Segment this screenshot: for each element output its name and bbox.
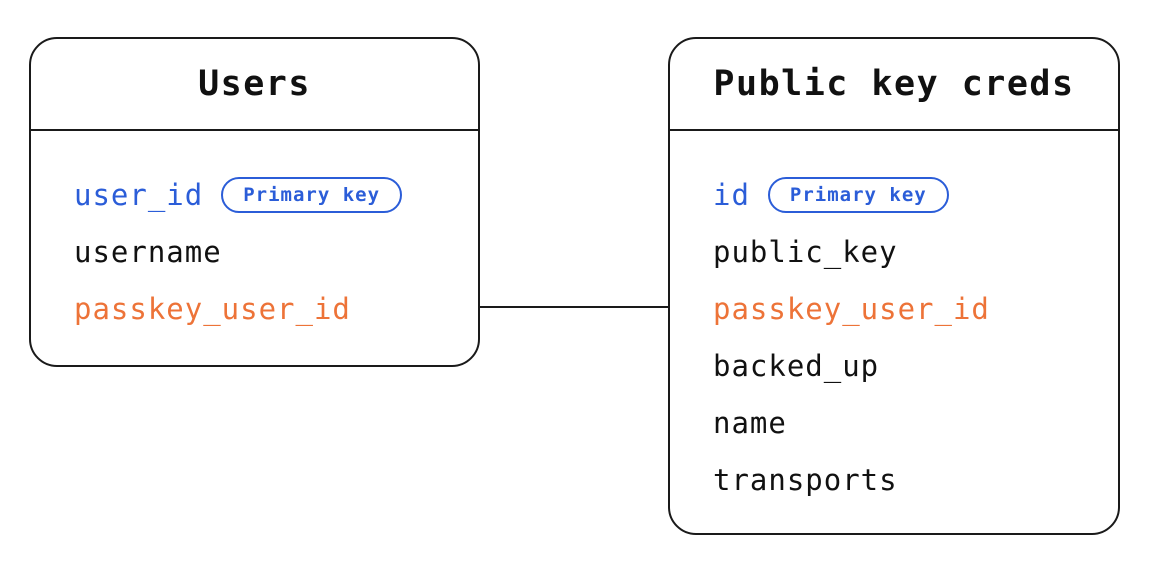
field-row: username: [74, 232, 478, 272]
table-users: Users user_id Primary key username passkey_…: [29, 37, 480, 367]
field-name: name: [713, 406, 787, 440]
field-name: passkey_user_id: [74, 292, 351, 326]
field-name: public_key: [713, 235, 898, 269]
field-row: transports: [713, 460, 1118, 500]
table-users-title: Users: [198, 64, 311, 104]
field-row: name: [713, 403, 1118, 443]
table-users-header: Users: [31, 39, 478, 131]
primary-key-badge: Primary key: [221, 176, 403, 214]
field-name: transports: [713, 463, 898, 497]
field-row: passkey_user_id: [74, 289, 478, 329]
field-name: user_id: [74, 178, 204, 212]
field-row: public_key: [713, 232, 1118, 272]
table-public-key-creds: Public key creds id Primary key public_key…: [668, 37, 1120, 535]
table-public-key-creds-title: Public key creds: [713, 64, 1075, 104]
field-row: backed_up: [713, 346, 1118, 386]
field-row: id Primary key: [713, 175, 1118, 215]
field-name: username: [74, 235, 222, 269]
field-name: id: [713, 178, 750, 212]
field-name: passkey_user_id: [713, 292, 990, 326]
field-row: passkey_user_id: [713, 289, 1118, 329]
primary-key-badge: Primary key: [767, 176, 949, 214]
field-row: user_id Primary key: [74, 175, 478, 215]
field-name: backed_up: [713, 349, 880, 383]
relationship-line: [480, 306, 668, 308]
table-users-fields: user_id Primary key username passkey_user_i…: [31, 131, 478, 329]
table-public-key-creds-header: Public key creds: [670, 39, 1118, 131]
